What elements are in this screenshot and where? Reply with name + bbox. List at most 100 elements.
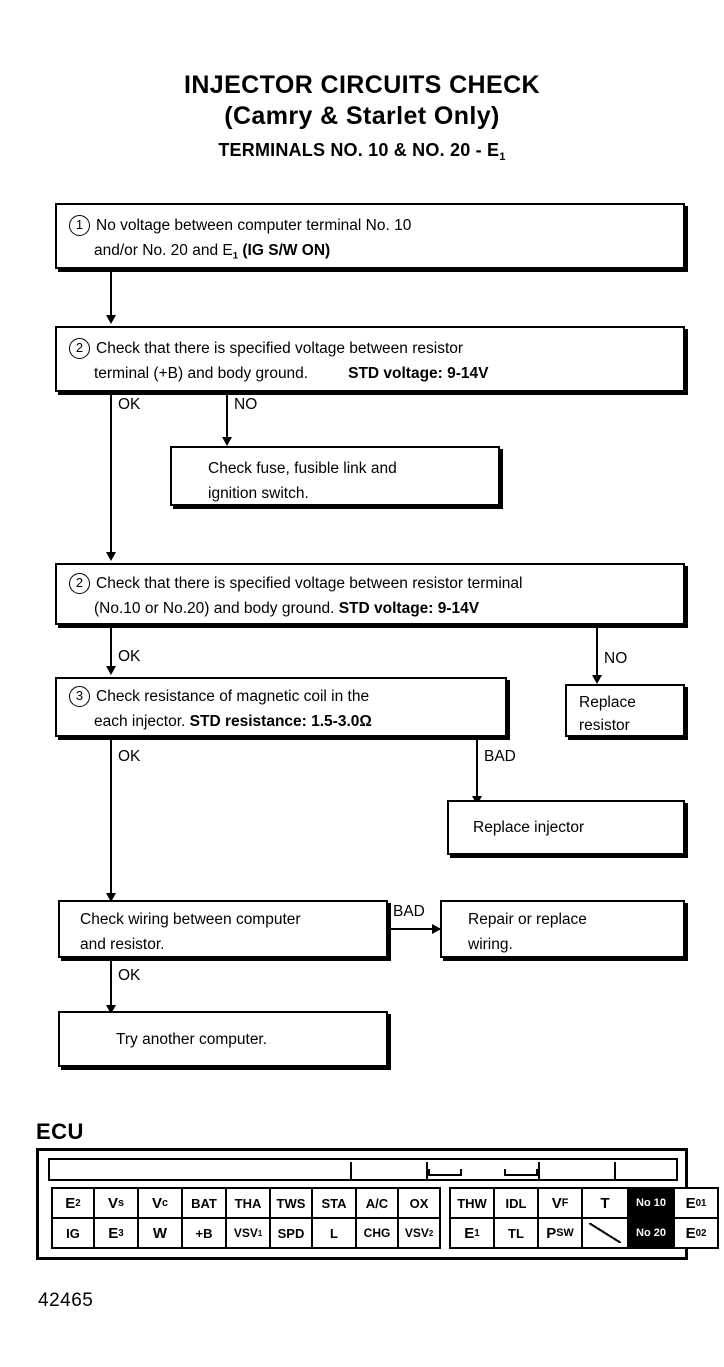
connector-step2a-ok: [110, 392, 112, 557]
step2a-line1: Check that there is specified voltage be…: [96, 340, 464, 357]
connector-step2a-no: [226, 392, 228, 442]
flow-box-try-computer: Try another computer.: [58, 1011, 388, 1067]
flow-box-replace-resistor-text: Replace resistor: [567, 686, 683, 737]
pin-empty-slash: [583, 1219, 629, 1249]
step-number-2a: 2: [69, 338, 90, 359]
connector-step1-step2a: [110, 269, 112, 317]
title-main-line1: INJECTOR CIRCUITS CHECK: [184, 71, 540, 99]
pin-l: L: [313, 1219, 357, 1249]
flow-box-check-wiring-text: Check wiring between computer and resist…: [60, 902, 386, 957]
replace-resistor-line2: resistor: [579, 717, 630, 734]
pin-spd: SPD: [271, 1219, 313, 1249]
fuse-line1: Check fuse, fusible link and: [208, 460, 397, 477]
flow-box-repair-wiring: Repair or replace wiring.: [440, 900, 685, 958]
step1-line2b: (IG S/W ON): [238, 242, 331, 259]
ecu-label: ECU: [36, 1119, 84, 1144]
pin-no10: No 10: [629, 1189, 675, 1219]
step2a-spec: STD voltage: 9-14V: [348, 365, 489, 382]
arrow-step2b-no: [592, 675, 602, 684]
figure-number: 42465: [38, 1290, 94, 1311]
step-number-2b: 2: [69, 573, 90, 594]
flow-box-step2a-text: 2 Check that there is specified voltage b…: [57, 328, 683, 394]
flow-box-step3: 3 Check resistance of magnetic coil in th…: [55, 677, 507, 737]
step3-line2: each injector.: [94, 713, 186, 730]
connector-housing: [48, 1158, 678, 1181]
arrow-wiring-bad: [432, 924, 441, 934]
flow-box-step2b: 2 Check that there is specified voltage b…: [55, 563, 685, 625]
edge-label-bad1: BAD: [484, 748, 516, 765]
connector-latch-right: [426, 1162, 616, 1181]
pin-tha: THA: [227, 1189, 271, 1219]
step1-line2a: and/or No. 20 and E: [94, 242, 233, 259]
page-title: INJECTOR CIRCUITS CHECK (Camry & Starlet…: [0, 70, 724, 163]
flow-box-replace-injector-text: Replace injector: [449, 802, 683, 840]
connector-latch-notch-left: [428, 1169, 462, 1176]
step2b-line1: Check that there is specified voltage be…: [96, 575, 523, 592]
pin-ox: OX: [399, 1189, 441, 1219]
step3-line1: Check resistance of magnetic coil in the: [96, 688, 370, 705]
step-number-3: 3: [69, 686, 90, 707]
repair-wiring-line2: wiring.: [468, 936, 513, 953]
pin-thw: THW: [451, 1189, 495, 1219]
edge-label-bad2: BAD: [393, 903, 425, 920]
edge-label-ok2: OK: [118, 648, 141, 665]
pin-no20: No 20: [629, 1219, 675, 1249]
edge-label-no2: NO: [604, 650, 628, 667]
flow-box-replace-resistor: Replace resistor: [565, 684, 685, 737]
try-computer-line1: Try another computer.: [116, 1031, 268, 1048]
pin-chg: CHG: [357, 1219, 399, 1249]
pin-w: W: [139, 1219, 183, 1249]
replace-injector-line1: Replace injector: [473, 819, 585, 836]
connector-step3-ok: [110, 737, 112, 897]
pin-tl: TL: [495, 1219, 539, 1249]
check-wiring-line2: and resistor.: [80, 936, 165, 953]
title-main-line2: (Camry & Starlet Only): [224, 102, 500, 130]
flow-box-repair-wiring-text: Repair or replace wiring.: [442, 902, 683, 957]
arrow-step2a-ok: [106, 552, 116, 561]
flow-box-check-wiring: Check wiring between computer and resist…: [58, 900, 388, 958]
flow-box-step2b-text: 2 Check that there is specified voltage b…: [57, 565, 683, 629]
arrow-step2b-ok: [106, 666, 116, 675]
step3-spec: STD resistance: 1.5-3.0Ω: [189, 713, 372, 730]
arrow-step2a-no: [222, 437, 232, 446]
title-subtitle-text: TERMINALS NO. 10 & NO. 20 - E: [218, 140, 500, 160]
connector-step2b-ok: [110, 625, 112, 671]
pin-idl: IDL: [495, 1189, 539, 1219]
connector-step3-bad: [476, 737, 478, 801]
flow-box-try-computer-text: Try another computer.: [60, 1013, 386, 1052]
title-subtitle: TERMINALS NO. 10 & NO. 20 - E1: [0, 140, 724, 163]
step2a-line2: terminal (+B) and body ground.: [94, 365, 309, 382]
flow-box-check-fuse: Check fuse, fusible link and ignition sw…: [170, 446, 500, 506]
edge-label-ok1: OK: [118, 396, 141, 413]
arrow-wiring-ok: [106, 1005, 116, 1014]
arrow-step3-ok: [106, 893, 116, 902]
check-wiring-line1: Check wiring between computer: [80, 911, 301, 928]
pin-bat: BAT: [183, 1189, 227, 1219]
pin-ig: IG: [53, 1219, 95, 1249]
title-subtitle-subscript: 1: [499, 150, 506, 163]
pin-sta: STA: [313, 1189, 357, 1219]
edge-label-ok3: OK: [118, 748, 141, 765]
pin-ac: A/C: [357, 1189, 399, 1219]
flow-box-step2a: 2 Check that there is specified voltage b…: [55, 326, 685, 392]
flow-box-step3-text: 3 Check resistance of magnetic coil in th…: [57, 679, 505, 742]
pin-tws: TWS: [271, 1189, 313, 1219]
